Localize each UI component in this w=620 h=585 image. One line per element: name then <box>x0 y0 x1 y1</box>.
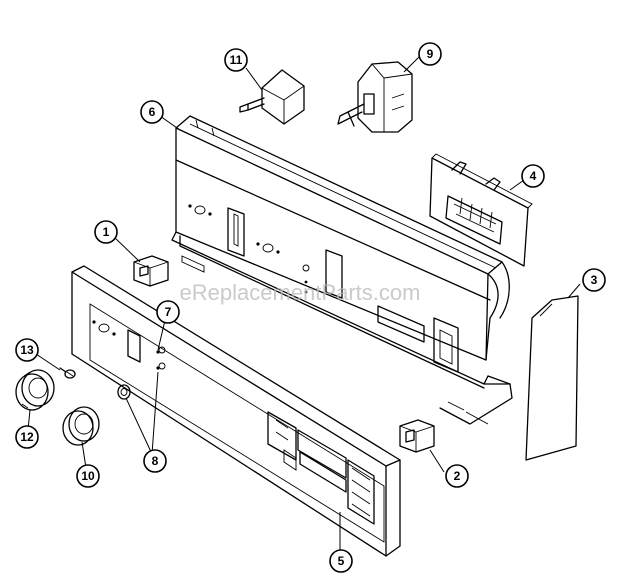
part-6-control-panel-frame <box>171 115 513 425</box>
callout-12: 12 <box>15 425 39 449</box>
callout-1-label: 1 <box>103 225 110 239</box>
part-13-screw <box>59 367 76 379</box>
callout-9: 9 <box>418 42 442 66</box>
part-1-rocker-switch <box>133 255 169 287</box>
callout-13: 13 <box>15 338 39 362</box>
callout-11-label: 11 <box>230 53 243 67</box>
callout-7: 7 <box>156 300 180 324</box>
callout-13-label: 13 <box>20 343 34 357</box>
callout-6-label: 6 <box>149 105 156 119</box>
part-2-rocker-switch <box>399 419 435 453</box>
part-8-bushing <box>117 350 160 400</box>
callout-2: 2 <box>445 464 469 488</box>
part-11-rotary-switch <box>239 69 305 125</box>
part-5-front-panel <box>71 265 401 557</box>
part-9-infinite-switch <box>337 61 413 133</box>
callout-5: 5 <box>329 549 353 573</box>
callout-3: 3 <box>582 268 606 292</box>
watermark: eReplacementParts.com <box>180 280 421 305</box>
part-3-end-cap <box>525 295 579 461</box>
callout-10-label: 10 <box>81 469 95 483</box>
callout-6: 6 <box>140 100 164 124</box>
callout-8: 8 <box>143 449 167 473</box>
callout-1: 1 <box>94 220 118 244</box>
callout-2-label: 2 <box>454 469 461 483</box>
callout-5-label: 5 <box>338 554 345 568</box>
callout-12-label: 12 <box>20 430 34 444</box>
callout-8-label: 8 <box>152 454 159 468</box>
callout-4: 4 <box>521 164 545 188</box>
part-10-knob <box>62 406 100 446</box>
callout-9-label: 9 <box>427 47 434 61</box>
part-12-knob <box>15 369 55 411</box>
callout-11: 11 <box>224 48 248 72</box>
callout-7-label: 7 <box>165 305 172 319</box>
callout-3-label: 3 <box>591 273 598 287</box>
part-4-display-board <box>429 153 533 267</box>
callout-4-label: 4 <box>530 169 537 183</box>
callout-10: 10 <box>76 464 100 488</box>
